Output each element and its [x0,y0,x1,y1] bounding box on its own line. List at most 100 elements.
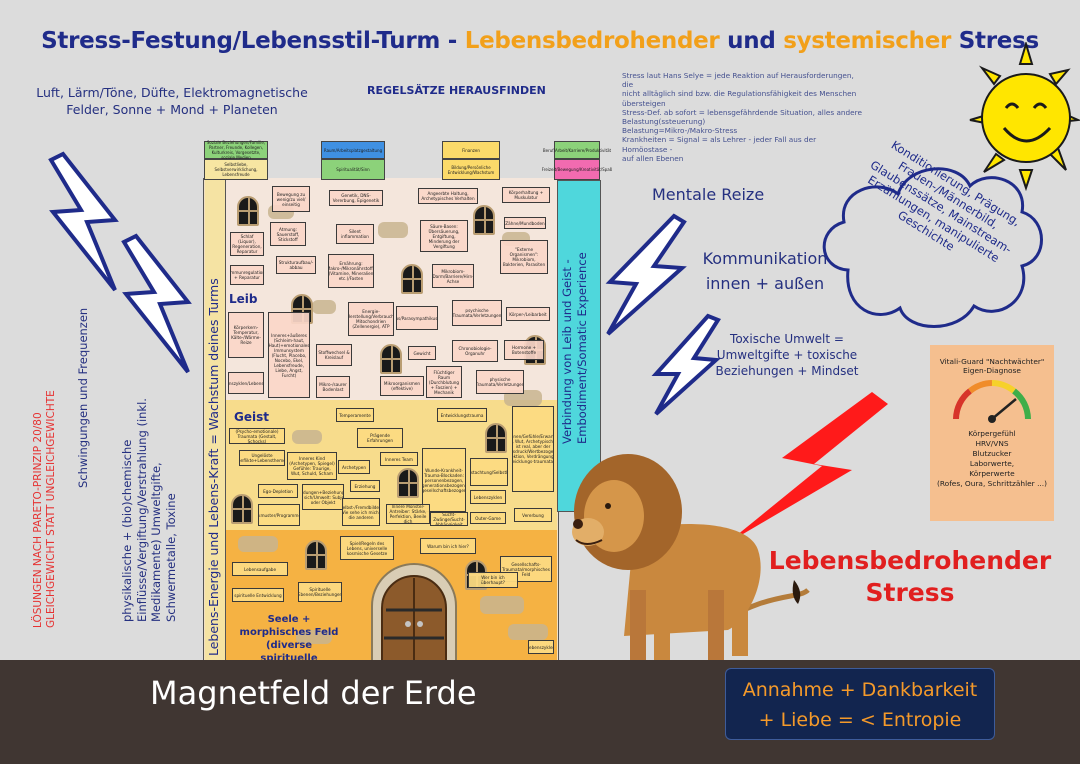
lightning-bolt-icon [48,151,119,292]
seele-box: Spirituelle Ebenen/Beziehungen [298,582,342,602]
tower-left-column [205,178,226,660]
leib-box: psychische Traumata/Verletzungen [452,300,502,326]
crenel-soziale-beziehungen: Soziale Beziehungen/Familie, Partner, Fr… [204,140,268,160]
window-icon [401,264,423,294]
leib-box: Schlaf (Liquor), Regeneration, Reparatur [230,232,264,256]
geist-box: Prägende Erfahrungen [357,428,403,448]
crenel-freizeit: Freizeit/Bewegung/Kreativität/Spaß [542,159,612,180]
crenel-bildung: Bildung/Persönliche Entwicklung/Wachstum [442,159,500,180]
window-icon [237,196,259,226]
door-icon [371,563,457,662]
lightning-bolt-icon [651,313,721,416]
geist-box: Ungelöste Konflikte+Lebensthemen [239,450,285,466]
crenel-finanzen: Finanzen [442,141,500,159]
leib-box: "Externe Organismen": Mikrobiom, Bakteri… [500,240,548,274]
leib-box: Ernährung: Makro-/Mikronährstoffe (Vitam… [328,254,374,288]
geist-box: Vererbung [514,508,552,522]
geist-box: Temperamente [336,408,374,422]
geist-box: Wunde-Krankheit-Trauma-Blockaden: person… [422,448,466,512]
leib-box: Bewegung zu wenig/zu viel/ einseitig [272,186,310,212]
seele-box: Lebensaufgabe [232,562,288,576]
section-leib-label: Leib [229,292,258,306]
geist-box: Ego-Depletion [258,484,298,498]
window-icon [231,494,253,524]
leib-box: Lebenszyklen/Lebensalter [228,372,264,394]
geist-box: Lebenszyklen [470,490,506,504]
leib-box: Chronobiologie-Organuhr [452,340,498,362]
geist-box: (Psycho-emotionale) Traumata (Gestalt, S… [229,428,285,444]
regelsaetze-label: REGELSÄTZE HERAUSFINDEN [367,84,546,97]
geist-box: Erziehung [350,480,380,492]
vitali-guard-title: Vitali-Guard "Nachtwächter" Eigen-Diagno… [939,357,1045,375]
geist-box: Emotionen/Gefühle/Erwartungen (Ärger, Wu… [512,406,554,492]
geist-box: Sucht-Zwänge/Sucht-Abhängigkeit [430,512,468,526]
leib-box: Hormone + Botenstoffe [504,340,544,360]
geist-box: Selbst-/Fremdbilder: Wie sehe ich mich /… [342,498,380,526]
leib-box: Silent inflammation [336,224,374,244]
toxische-umwelt: Toxische Umwelt = Umweltgifte + toxische… [715,332,859,378]
lightning-bolt-icon [121,233,192,374]
title-part: Stress-Festung/Lebensstil-Turm - [41,28,465,54]
title-part: Lebensbedrohender [464,28,720,54]
title-part: systemischer [783,28,952,54]
geist-box: Bindungen+Beziehungen zu sich/Umwelt: Su… [302,484,344,510]
leib-box: Mikroorganismen (effektive) [380,376,424,396]
geist-box: Selbstachtung/Selbstliebe [470,458,508,486]
section-geist-label: Geist [234,410,269,424]
cloud-shape [822,167,1043,328]
leib-box: Energie-Herstellung/Verbrauch, Mitochond… [348,302,394,336]
seele-box: Spiel/Regeln des Lebens, universelle kos… [340,536,394,560]
vitali-guard-panel: Vitali-Guard "Nachtwächter" Eigen-Diagno… [930,345,1054,521]
geist-box: Entwicklungstrauma [437,408,487,422]
leib-box: Genetik, DNS-Vererbung, Epigenetik [329,190,383,206]
lightning-bolt-icon [605,213,687,336]
leib-box: Atmung: Sauerstoff, Stickstoff [270,222,306,246]
leib-box: Angeerbte Haltung, Archetypisches Verhal… [418,188,478,204]
lion-icon [572,454,810,660]
seele-box: Lebenszyklen [528,640,554,654]
crenel-selbstliebe: Selbstliebe, Selbstverwirklichung, Leben… [204,159,268,180]
verbindung-text: Verbindung von Leib und Geist -Embodimen… [560,252,589,444]
seele-box: spirituelle Entwicklung [232,588,284,602]
kommunikation: Kommunikation innen + außen [702,249,828,293]
leib-box: Stoffwechsel & Kreislauf [316,344,352,366]
lebens-energie-text: Lebens-Energie und Lebens-Kraft = Wachst… [206,278,221,656]
stress-definition: Stress laut Hans Selye = jede Reaktion a… [622,71,863,163]
seele-box: Warum bin ich hier? [420,538,476,554]
seele-box: Gesellschafts-Traumata/morphisches Feld [500,556,552,582]
geist-box: Archetypen [338,460,370,474]
leib-box: Gewicht [408,346,436,360]
tower-right-column [557,180,601,512]
mentale-reize: Mentale Reize [652,185,765,204]
sun-icon [969,42,1080,192]
window-icon [397,468,419,498]
geist-box: Glaubenssätze/Denkmuster/Programme/Kondi… [258,504,300,526]
crenel-beruf: Beruf/Arbeit/Karriere/Produktivität [543,141,611,159]
title-part: und [719,28,784,54]
annahme-box: Annahme + Dankbarkeit + Liebe = < Entrop… [725,668,995,740]
schwingungen-text: Schwingungen und Frequenzen [76,307,90,488]
crenel-spiritualitaet: Spiritualität/Sinn [321,159,385,180]
window-icon [485,423,507,453]
geist-box: Inneres Kind (Archetypen, Spiegel) Gefüh… [287,452,337,480]
seele-box: Wer bin ich überhaupt? [468,572,518,588]
leib-box: Säure-Basen: Übersäuerung, Entgiftung, M… [420,220,468,252]
leib-box: Flüchtiger Raum (Durchblutung + Faszien)… [426,366,462,398]
leib-box: Körperhaltung + Muskulatur [502,187,550,203]
leib-box: Strukturaufbau/-abbau [276,256,316,274]
leib-box: Inneres+äußeres (Schleim-haut, Haut)+emo… [268,312,310,398]
leib-box: Mikro-/saurer Bodenlast [316,376,350,398]
geist-box: Inneres Team [380,452,418,466]
red-lightning-icon [726,392,888,544]
leib-box: Zähne/Mundboden [504,217,546,229]
crenel-raum: Raum/Arbeitsplatzgestaltung [321,141,385,159]
window-icon [380,344,402,374]
geist-box: Innere Monster-Antreiber: Stärke, Perfek… [386,504,430,524]
geist-box: Outer-Game [470,512,506,524]
magnetfeld-label: Magnetfeld der Erde [150,674,477,712]
leib-box: Sympathikus/Parasympathikus/Vagusnerv [396,306,438,330]
page-title: Stress-Festung/Lebensstil-Turm - Lebensb… [0,28,1080,54]
